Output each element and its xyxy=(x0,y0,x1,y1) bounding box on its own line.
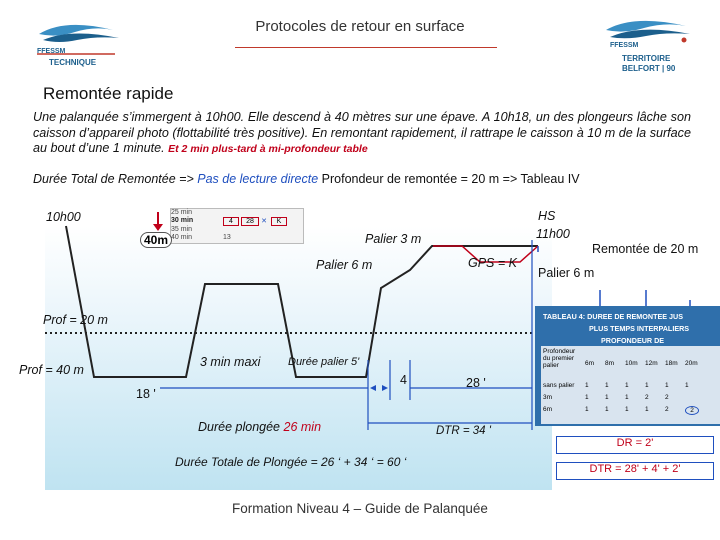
scenario-highlight: Et 2 min plus-tard à mi-profondeur table xyxy=(168,143,368,155)
logo-right: FFESSM TERRITOIRE BELFORT | 90 xyxy=(600,10,695,80)
palier-6m-right: Palier 6 m xyxy=(538,266,595,280)
depth-badge: 40m xyxy=(140,232,173,248)
title-underline xyxy=(235,47,497,48)
time-28: 28 ' xyxy=(466,376,486,390)
snippet-row: 35 min xyxy=(171,226,193,233)
no-direct-reading: Pas de lecture directe xyxy=(197,172,319,186)
prof-20m-label: Prof = 20 m xyxy=(43,313,108,327)
dr-box: DR = 2' xyxy=(556,436,714,454)
dive-profile-panel xyxy=(45,226,552,490)
scenario-paragraph: Une palanquée s’immergent à 10h00. Elle … xyxy=(33,110,691,158)
logo-right-name: FFESSM xyxy=(610,42,639,49)
ascent-red-path xyxy=(433,245,539,263)
prof-40m-label: Prof = 40 m xyxy=(19,363,84,377)
dtr-34-label: DTR = 34 ' xyxy=(436,425,491,437)
logo-right-sub2: BELFORT | 90 xyxy=(622,64,676,73)
cross-icon: ✕ xyxy=(261,218,267,225)
dive-profile-line xyxy=(65,225,538,378)
hs-time: 11h00 xyxy=(536,227,570,241)
remontee-20m-label: Remontée de 20 m xyxy=(592,242,699,256)
table-4: TABLEAU 4: DUREE DE REMONTEE JUS PLUS TE… xyxy=(535,306,720,426)
wave-logo-icon xyxy=(606,20,690,43)
snippet-row: 30 min 4 28 ✕ K xyxy=(171,217,303,226)
dr-value: DR = 2' xyxy=(616,437,654,449)
palier-6m-label: Palier 6 m xyxy=(316,258,373,272)
section-title: Remontée rapide xyxy=(43,84,174,103)
hs-label: HS xyxy=(538,209,556,223)
pointer-arrow-head xyxy=(153,224,163,231)
dive-duration: Durée plongée 26 min xyxy=(198,420,322,434)
time-18: 18 ' xyxy=(136,387,156,401)
duree-palier-label: Durée palier 5' xyxy=(288,356,360,368)
snippet-row: 25 min xyxy=(171,209,193,216)
logo-left-sub: TECHNIQUE xyxy=(49,58,97,67)
time-4: 4 xyxy=(400,373,407,387)
ascent-depth: Profondeur de remontée = 20 m xyxy=(321,172,500,186)
wave-logo-icon xyxy=(37,24,119,55)
gps-label: GPS = K xyxy=(468,256,517,270)
table-4-title: TABLEAU 4: DUREE DE REMONTEE JUS xyxy=(543,312,684,321)
footer: Formation Niveau 4 – Guide de Palanquée xyxy=(232,501,488,516)
logo-left: FFESSM TECHNIQUE xyxy=(35,10,125,70)
table-4-col-head: Profondeur du premier palier xyxy=(543,348,576,369)
page-title: Protocoles de retour en surface xyxy=(255,18,465,35)
table-ref: => Tableau IV xyxy=(502,172,580,186)
dtr-sum: DTR = 28' + 4' + 2' xyxy=(589,463,681,475)
table-4-grid: Profondeur du premier palier 6m 8m 10m 1… xyxy=(541,346,720,424)
logo-right-sub1: TERRITOIRE xyxy=(622,54,671,63)
table-4-cols: 6m 8m 10m 12m 18m 20m xyxy=(585,360,698,367)
max-3min-label: 3 min maxi xyxy=(200,355,261,369)
palier-3m-label: Palier 3 m xyxy=(365,232,422,246)
table-4-subtitle: PLUS TEMPS INTERPALIERS xyxy=(589,324,690,333)
scenario-text: Une palanquée s’immergent à 10h00. Elle … xyxy=(33,110,691,155)
logo-left-name: FFESSM xyxy=(37,48,66,55)
ascent-total-label: Durée Total de Remontée => xyxy=(33,172,194,186)
ascent-summary-line: Durée Total de Remontée => Pas de lectur… xyxy=(33,172,580,186)
start-time: 10h00 xyxy=(46,210,81,224)
dtr-box: DTR = 28' + 4' + 2' xyxy=(556,462,714,480)
total-dive-duration: Durée Totale de Plongée = 26 ‘ + 34 ‘ = … xyxy=(175,455,407,469)
table-4-subtitle2: PROFONDEUR DE xyxy=(601,336,665,345)
